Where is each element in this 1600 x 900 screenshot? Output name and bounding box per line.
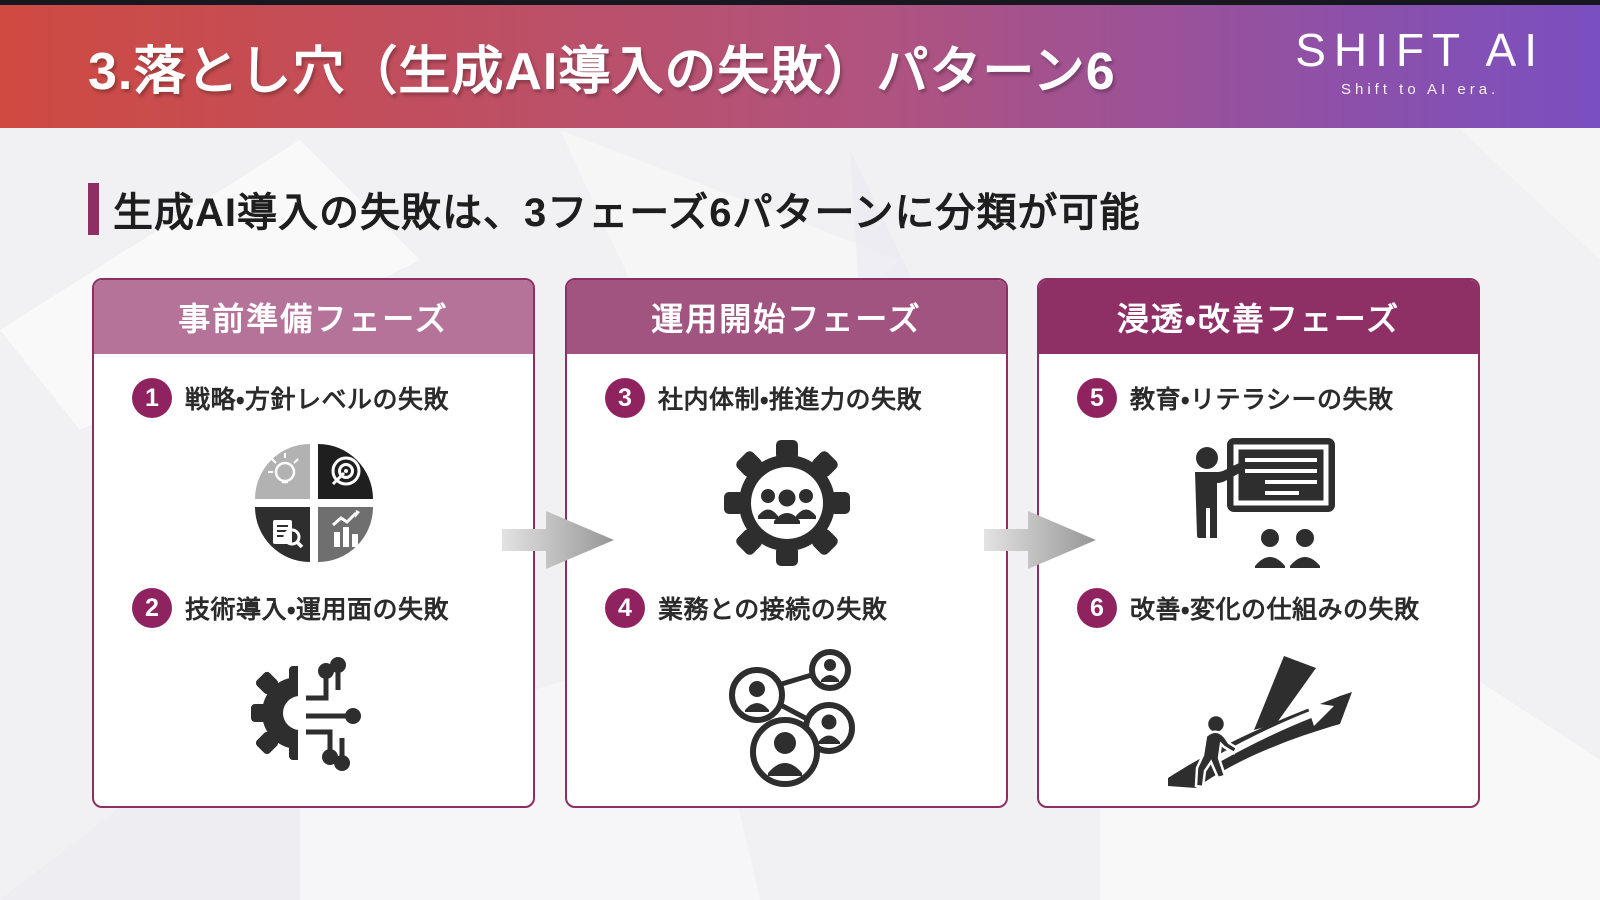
number-badge: 3 [605, 378, 645, 418]
number-badge: 2 [132, 588, 172, 628]
failure-item-1: 1 戦略・方針レベルの失敗 [104, 372, 523, 582]
phase-card-preparation: 事前準備フェーズ 1 戦略・方針レベルの失敗 [92, 278, 535, 808]
number-badge: 5 [1077, 378, 1117, 418]
people-network-icon [577, 634, 996, 792]
phase-card-header: 運用開始フェーズ [567, 280, 1006, 354]
failure-label: 改善・変化の仕組みの失敗 [1130, 596, 1420, 624]
phase-card-header: 事前準備フェーズ [94, 280, 533, 354]
page-title: 3.落とし穴（生成AI導入の失敗）パターン6 [88, 43, 1116, 101]
failure-item-5: 5 教育・リテラシーの失敗 [1049, 372, 1468, 582]
failure-item-4: 4 業務との接続の失敗 [577, 582, 996, 792]
number-badge: 1 [132, 378, 172, 418]
heading-text: 生成AI導入の失敗は、3フェーズ6パターンに分類が可能 [113, 191, 1141, 235]
gear-circuit-icon [104, 634, 523, 792]
failure-label: 技術導入・運用面の失敗 [185, 596, 450, 624]
top-border-line [0, 0, 1600, 5]
failure-item-6: 6 改善・変化の仕組みの失敗 [1049, 582, 1468, 792]
section-heading: 生成AI導入の失敗は、3フェーズ6パターンに分類が可能 [88, 180, 1141, 238]
phase-card-adoption: 浸透・改善フェーズ 5 教育・リテラシーの失敗 [1037, 278, 1480, 808]
training-whiteboard-icon [1049, 424, 1468, 582]
phase-card-launch: 運用開始フェーズ 3 社内体制・推進力の失敗 [565, 278, 1008, 808]
failure-label: 社内体制・推進力の失敗 [658, 386, 923, 414]
logo-tagline: Shift to AI era. [1341, 81, 1500, 98]
heading-accent-bar [88, 183, 99, 235]
failure-label: 教育・リテラシーの失敗 [1130, 386, 1394, 414]
logo-wordmark: SHIFT AI [1295, 24, 1545, 76]
title-banner: 3.落とし穴（生成AI導入の失敗）パターン6 SHIFT AI Shift to… [0, 5, 1600, 128]
failure-label: 業務との接続の失敗 [658, 596, 888, 624]
number-badge: 6 [1077, 588, 1117, 628]
path-choice-icon [1049, 634, 1468, 792]
phase-card-header: 浸透・改善フェーズ [1039, 280, 1478, 354]
strategy-quadrant-icon [104, 424, 523, 582]
failure-item-3: 3 社内体制・推進力の失敗 [577, 372, 996, 582]
phase-arrow-icon [502, 511, 614, 569]
phase-arrow-icon [984, 511, 1096, 569]
number-badge: 4 [605, 588, 645, 628]
shift-ai-logo: SHIFT AI Shift to AI era. [1295, 27, 1545, 98]
failure-label: 戦略・方針レベルの失敗 [185, 386, 450, 414]
failure-item-2: 2 技術導入・運用面の失敗 [104, 582, 523, 792]
gear-people-icon [577, 424, 996, 582]
